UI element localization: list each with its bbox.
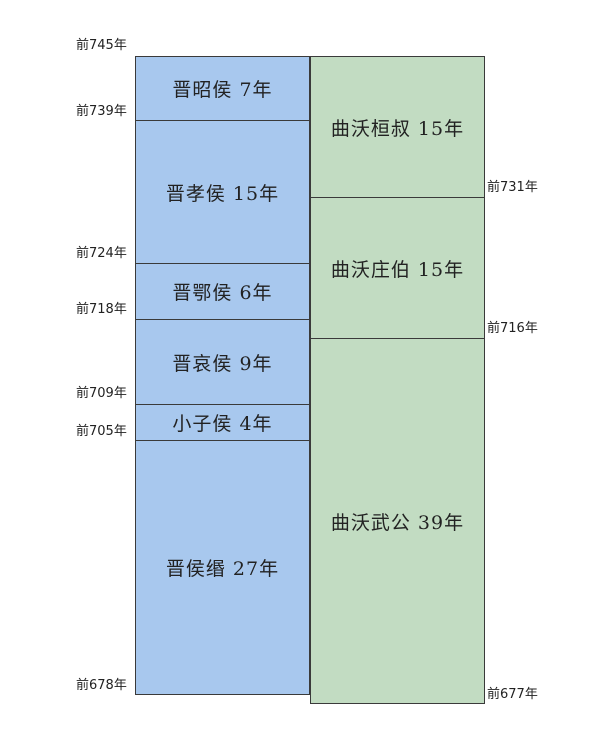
year-label: 前716年 [487,321,538,336]
jin-ruler-label: 晋昭侯 7年 [172,79,273,101]
jin-ruler-label: 晋鄂侯 6年 [172,282,273,304]
jin-ruler-label: 晋侯缗 27年 [165,558,280,580]
jin-ruler-block: 晋侯缗 27年 [135,440,310,695]
jin-ruler-block: 小子侯 4年 [135,404,310,441]
year-label: 前724年 [76,246,127,261]
quwo-ruler-label: 曲沃武公 39年 [330,511,465,534]
quwo-ruler-label: 曲沃庄伯 15年 [330,258,465,281]
year-label: 前678年 [76,678,127,693]
year-label: 前739年 [76,104,127,119]
jin-ruler-block: 晋鄂侯 6年 [135,263,310,320]
year-label: 前731年 [487,180,538,195]
quwo-ruler-block: 曲沃庄伯 15年 [310,197,485,339]
quwo-ruler-label: 曲沃桓叔 15年 [330,117,465,140]
jin-ruler-label: 晋哀侯 9年 [172,352,273,375]
jin-ruler-label: 小子侯 4年 [172,413,273,435]
quwo-ruler-block: 曲沃桓叔 15年 [310,56,485,198]
quwo-ruler-block: 曲沃武公 39年 [310,338,485,704]
year-label: 前677年 [487,687,538,702]
jin-ruler-block: 晋孝侯 15年 [135,120,310,264]
jin-ruler-block: 晋哀侯 9年 [135,319,310,405]
year-label: 前705年 [76,424,127,439]
year-label: 前745年 [76,38,127,53]
year-label: 前718年 [76,302,127,317]
year-label: 前709年 [76,386,127,401]
jin-ruler-block: 晋昭侯 7年 [135,56,310,121]
jin-ruler-label: 晋孝侯 15年 [165,182,280,205]
